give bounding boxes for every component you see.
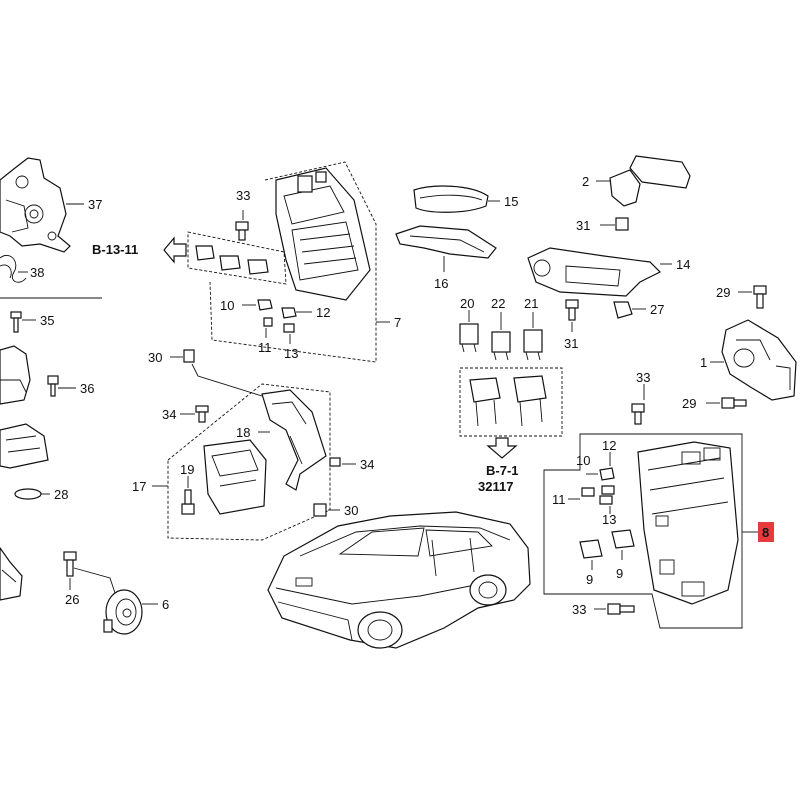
terminal-set-right (581, 467, 615, 505)
reference-b7-1: B-7-1 (486, 463, 519, 478)
callout-9-a: 9 (586, 572, 593, 587)
cover-part-15 (413, 185, 489, 213)
bracket-part-1 (721, 319, 797, 401)
callout-34-b: 34 (360, 457, 374, 472)
bracket-part-37 (0, 157, 71, 253)
relay-part-22 (491, 331, 511, 361)
bracket-fragment (0, 546, 23, 601)
callout-11-b: 11 (552, 492, 566, 507)
bolt-part-35 (10, 311, 22, 333)
callout-6: 6 (162, 597, 169, 612)
callout-19: 19 (180, 462, 194, 477)
terminal-set-left (257, 299, 297, 333)
bolt-part-33-c (607, 603, 635, 615)
callout-26: 26 (65, 592, 79, 607)
bolt-part-31-b (565, 299, 579, 321)
callout-20: 20 (460, 296, 474, 311)
relay-pair-b7-1 (459, 367, 563, 437)
callout-7: 7 (394, 315, 401, 330)
o-ring-part-28 (14, 488, 42, 500)
highlight-badge-8 (758, 522, 774, 542)
connector-part-9-a (579, 539, 603, 559)
callout-10-b: 10 (576, 453, 590, 468)
callout-16: 16 (434, 276, 448, 291)
callout-11-a: 11 (258, 340, 272, 355)
callout-15: 15 (504, 194, 518, 209)
bolt-part-26 (63, 551, 77, 577)
callout-12-b: 12 (602, 438, 616, 453)
bolt-part-29-a (753, 285, 767, 309)
clip-part-30-a (183, 349, 195, 363)
callout-29-b: 29 (682, 396, 696, 411)
callout-29-a: 29 (716, 285, 730, 300)
callout-38: 38 (30, 265, 44, 280)
bolt-part-19 (181, 489, 195, 515)
callout-36: 36 (80, 381, 94, 396)
callout-1: 1 (700, 355, 707, 370)
callout-31-b: 31 (564, 336, 578, 351)
bracket-part-36 (0, 345, 59, 469)
horn-part-6 (73, 567, 143, 635)
callout-14: 14 (676, 257, 690, 272)
bolt-part-33-b (631, 403, 645, 425)
callout-2: 2 (582, 174, 589, 189)
fuse-box-group-7 (209, 161, 377, 363)
callout-10-a: 10 (220, 298, 234, 313)
callout-17: 17 (132, 479, 146, 494)
bracket-part-18 (261, 389, 327, 491)
callout-35: 35 (40, 313, 54, 328)
cover-part-2 (609, 155, 691, 207)
callout-13-a: 13 (284, 346, 298, 361)
vehicle-outline (267, 511, 531, 649)
callout-13-b: 13 (602, 512, 616, 527)
callout-34-a: 34 (162, 407, 176, 422)
bracket-part-14 (527, 247, 662, 297)
arrow-left-icon (163, 236, 187, 264)
bolt-part-33-a (235, 221, 249, 241)
callout-33-a: 33 (236, 188, 250, 203)
callout-8: 8 (762, 525, 769, 540)
control-unit-group-8 (543, 433, 743, 629)
callout-21: 21 (524, 296, 538, 311)
b13-11-reference: B-13-11 (92, 236, 187, 264)
relay-set-b13-11 (187, 231, 287, 285)
reference-b7-1-code: 32117 (478, 479, 513, 494)
callout-12-a: 12 (316, 305, 330, 320)
screw-part-34-b (329, 457, 341, 467)
callout-30-b: 30 (344, 503, 358, 518)
callout-30-a: 30 (148, 350, 162, 365)
bolt-part-29-b (721, 397, 747, 409)
connector-part-9-b (611, 529, 635, 549)
callout-31-a: 31 (576, 218, 590, 233)
clip-part-30-b (313, 503, 327, 517)
callout-18: 18 (236, 425, 250, 440)
clip-part-27 (613, 301, 633, 319)
cover-part-16 (395, 225, 497, 259)
callout-9-b: 9 (616, 566, 623, 581)
callout-27: 27 (650, 302, 664, 317)
relay-part-20 (459, 323, 479, 353)
callout-33-b: 33 (636, 370, 650, 385)
relay-part-21 (523, 329, 543, 361)
clip-part-31-a (615, 217, 629, 231)
callout-28: 28 (54, 487, 68, 502)
callout-33-c: 33 (572, 602, 586, 617)
screw-part-34-a (195, 405, 209, 423)
arrow-down-icon (486, 437, 518, 459)
reference-b13-11: B-13-11 (92, 242, 138, 257)
harness-part-38 (0, 254, 27, 283)
callout-37: 37 (88, 197, 102, 212)
callout-22: 22 (491, 296, 505, 311)
